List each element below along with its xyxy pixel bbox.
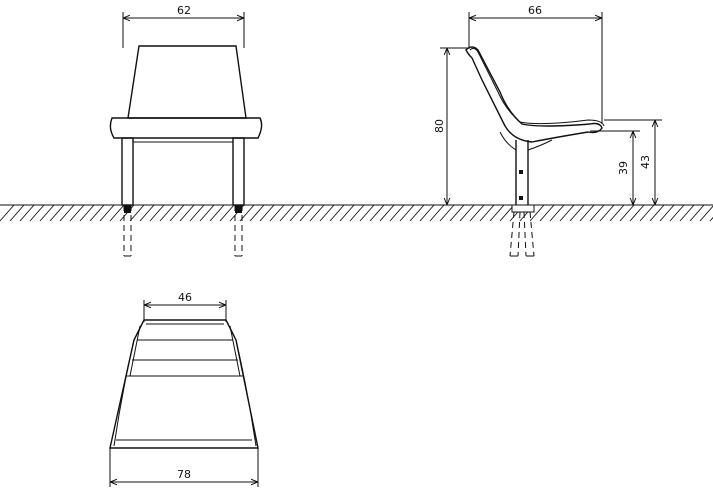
hatch-stroke [649,204,665,222]
hatch-stroke [139,204,155,222]
hatch-stroke [439,204,455,222]
dim-armrest-height: 43 [604,119,662,205]
hatch-stroke [469,204,485,222]
hatch-stroke [319,204,335,222]
front-backrest-panel [127,45,247,119]
hatch-stroke [629,204,645,222]
dim-top-base-width: 78 [109,448,259,487]
hatch-stroke [699,205,713,222]
hatch-stroke [639,204,655,222]
hatch-stroke [19,204,35,222]
hatch-stroke [189,204,205,222]
front-legs [121,137,245,257]
hatch-stroke [559,204,575,222]
hatch-stroke [309,204,325,222]
hatch-stroke [69,204,85,222]
hatch-stroke [529,204,545,222]
hatch-stroke [269,204,285,222]
top-view: 46 78 [109,291,259,487]
dim-label-top-back-width: 46 [178,291,192,304]
hatch-stroke [589,204,605,222]
hatch-stroke [59,204,75,222]
hatch-stroke [49,204,65,222]
hatch-stroke [79,204,95,222]
hatch-stroke [159,204,175,222]
hatch-stroke [539,204,555,222]
hatch-stroke [219,204,235,222]
hatch-stroke [329,204,345,222]
hatch-stroke [259,204,275,222]
hatch-stroke [549,204,565,222]
dim-front-width: 62 [122,4,245,48]
ground-line [0,204,713,222]
dim-side-height: 80 [433,47,470,205]
hatch-stroke [89,204,105,222]
hatch-stroke [659,204,675,222]
hatch-stroke [299,204,315,222]
hatch-stroke [389,204,405,222]
dim-seat-height: 39 [590,130,640,205]
hatch-stroke [619,204,635,222]
hatch-stroke [669,204,685,222]
hatch-stroke [369,204,385,222]
hatch-stroke [349,204,365,222]
hatch-stroke [129,204,145,222]
hatch-stroke [149,204,165,222]
dim-label-front-width: 62 [177,4,191,17]
dim-label-side-height: 80 [433,119,446,133]
top-seat-panel [109,319,259,449]
hatch-stroke [409,204,425,222]
dim-side-depth: 66 [468,4,603,124]
hatch-stroke [399,204,415,222]
hatch-stroke [449,204,465,222]
front-view: 62 [109,4,263,257]
hatch-stroke [379,204,395,222]
hatch-stroke [169,204,185,222]
hatch-stroke [599,204,615,222]
hatch-stroke [199,204,215,222]
hatch-stroke [29,204,45,222]
hatch-stroke [209,204,225,222]
hatch-stroke [569,204,585,222]
dim-label-side-depth: 66 [528,4,542,17]
side-leg [499,131,553,257]
hatch-stroke [39,204,55,222]
hatch-stroke [179,204,195,222]
side-backrest-profile [465,46,603,143]
hatch-stroke [419,204,435,222]
hatch-stroke [339,204,355,222]
hatch-stroke [479,204,495,222]
hatch-stroke [579,204,595,222]
hatch-stroke [679,204,695,222]
hatch-stroke [609,204,625,222]
hatch-stroke [0,204,15,222]
dim-label-seat-height: 39 [617,161,630,175]
hatch-stroke [489,204,505,222]
dim-label-top-base-width: 78 [177,468,191,481]
dim-top-back-width: 46 [143,291,227,322]
hatch-stroke [99,204,115,222]
hatch-stroke [689,204,705,222]
hatch-stroke [109,204,125,222]
hatch-stroke [9,204,25,222]
hatch-stroke [249,204,265,222]
hatch-stroke [709,216,713,222]
hatch-stroke [279,204,295,222]
dim-label-armrest-height: 43 [639,155,652,169]
hatch-stroke [359,204,375,222]
ground-hatching [0,204,713,222]
hatch-stroke [289,204,305,222]
front-seat-panel [109,117,263,139]
side-view: 66 80 39 43 [433,4,662,257]
hatch-stroke [459,204,475,222]
hatch-stroke [429,204,445,222]
